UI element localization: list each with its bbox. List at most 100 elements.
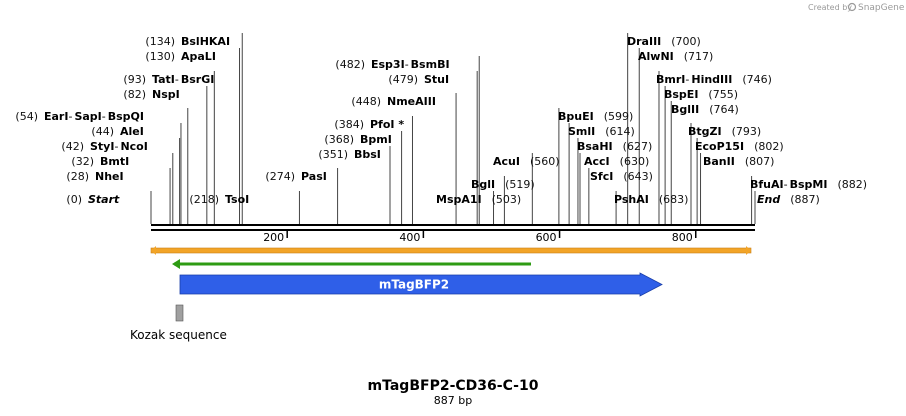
site-position: (448)	[351, 95, 381, 108]
site-position: (44)	[91, 125, 114, 138]
site-label-alei[interactable]: (44) AleI	[91, 125, 143, 138]
site-label-tsoi[interactable]: (218)TsoI	[189, 193, 249, 206]
site-position: (28)	[66, 170, 89, 183]
watermark: Created by SnapGene	[808, 2, 905, 13]
site-label-styi[interactable]: (42)StyI - NcoI	[61, 140, 147, 153]
snapgene-logo-icon	[847, 2, 857, 12]
site-label-alwni[interactable]: AlwNI (717)	[638, 50, 713, 63]
site-label-nmeaiii[interactable]: (448)NmeAIII	[351, 95, 436, 108]
site-label-ecop15i[interactable]: EcoP15I(802)	[695, 140, 784, 153]
site-label-bbsi[interactable]: (351)BbsI	[318, 148, 381, 161]
site-position: (599)	[604, 110, 634, 123]
site-label-bmri[interactable]: BmrI - HindIII(746)	[656, 73, 772, 86]
ruler-tick-label: 800	[672, 231, 693, 244]
site-label-bgli[interactable]: BglI(519)	[471, 178, 535, 191]
site-separator: -	[405, 58, 409, 71]
site-label-pshai[interactable]: PshAI (683)	[614, 193, 688, 206]
enzyme-name: AlwNI	[638, 50, 674, 63]
enzyme-name: BspQI	[108, 110, 144, 123]
site-label-start[interactable]: (0)Start	[66, 193, 120, 206]
site-label-bmti[interactable]: (32)BmtI	[71, 155, 129, 168]
site-label-bsahi[interactable]: BsaHI(627)	[577, 140, 652, 153]
site-label-bfuai[interactable]: BfuAI - BspMI(882)	[750, 178, 867, 191]
enzyme-name: PasI	[301, 170, 327, 183]
site-label-apali[interactable]: (130)ApaLI	[145, 50, 216, 63]
cut-site-lines	[150, 33, 756, 224]
site-position: (384)	[334, 118, 364, 131]
enzyme-name: DraIII	[627, 35, 661, 48]
site-label-bpmi[interactable]: (368)BpmI	[324, 133, 391, 146]
site-separator: -	[114, 140, 118, 153]
site-label-tati[interactable]: (93) TatI - BsrGI	[123, 73, 214, 86]
site-position: (643)	[623, 170, 653, 183]
site-separator: -	[784, 178, 788, 191]
enzyme-name: BsrGI	[181, 73, 214, 86]
site-position: (793)	[732, 125, 762, 138]
site-label-sfci[interactable]: SfcI (643)	[590, 170, 653, 183]
site-label-eari[interactable]: (54)EarI - SapI - BspQI	[15, 110, 144, 123]
enzyme-name: StuI	[424, 73, 449, 86]
enzyme-name: BanII	[703, 155, 735, 168]
enzyme-name: Esp3I	[371, 58, 405, 71]
site-label-bpuei[interactable]: BpuEI (599)	[558, 110, 633, 123]
backbone	[151, 224, 755, 231]
enzyme-name: SfcI	[590, 170, 613, 183]
ruler-tick-label: 600	[536, 231, 557, 244]
enzyme-name: MspA1I	[436, 193, 482, 206]
site-label-nhei[interactable]: (28)NheI	[66, 170, 123, 183]
site-position: (802)	[754, 140, 784, 153]
enzyme-name: NspI	[152, 88, 180, 101]
enzyme-name: PshAI	[614, 193, 649, 206]
site-position: (93)	[123, 73, 146, 86]
enzyme-name: End	[757, 193, 780, 206]
site-position: (218)	[189, 193, 219, 206]
kozak-label: Kozak sequence	[130, 328, 227, 342]
site-label-pfoi-[interactable]: (384)PfoI *	[334, 118, 404, 131]
site-label-pasi[interactable]: (274)PasI	[265, 170, 326, 183]
site-label-mspa1i[interactable]: MspA1I(503)	[436, 193, 521, 206]
site-label-esp3i[interactable]: (482)Esp3I - BsmBI	[335, 58, 449, 71]
enzyme-name: BpuEI	[558, 110, 594, 123]
enzyme-name: SapI	[74, 110, 101, 123]
enzyme-name: BtgZI	[688, 125, 722, 138]
site-label-stui[interactable]: (479)StuI	[388, 73, 449, 86]
site-position: (700)	[671, 35, 701, 48]
site-separator: -	[68, 110, 72, 123]
watermark-prefix: Created by	[808, 3, 852, 12]
sequence-length: 887 bp	[434, 394, 472, 407]
site-label-nspi[interactable]: (82) NspI	[123, 88, 179, 101]
site-position: (82)	[123, 88, 146, 101]
site-position: (683)	[659, 193, 689, 206]
mTagBFP2-feature-arrow[interactable]	[179, 272, 663, 297]
site-position: (368)	[324, 133, 354, 146]
enzyme-name: TatI	[152, 73, 175, 86]
kozak-feature-box[interactable]	[175, 304, 184, 322]
site-label-smli[interactable]: SmlI(614)	[568, 125, 635, 138]
watermark-brand: SnapGene	[858, 3, 905, 13]
site-separator: -	[102, 110, 106, 123]
site-label-bslhkai[interactable]: (134) BslHKAI	[145, 35, 230, 48]
site-label-draiii[interactable]: DraIII (700)	[627, 35, 701, 48]
site-position: (54)	[15, 110, 38, 123]
green-arrow-head	[172, 259, 180, 269]
site-label-btgzi[interactable]: BtgZI (793)	[688, 125, 761, 138]
enzyme-name: BsaHI	[577, 140, 613, 153]
enzyme-name: BslHKAI	[181, 35, 230, 48]
site-position: (746)	[742, 73, 772, 86]
site-label-bspei[interactable]: BspEI(755)	[664, 88, 738, 101]
site-label-end[interactable]: End(887)	[757, 193, 820, 206]
site-label-acui[interactable]: AcuI(560)	[493, 155, 560, 168]
site-label-banii[interactable]: BanII(807)	[703, 155, 774, 168]
ruler-tick-label: 400	[399, 231, 420, 244]
site-separator: -	[175, 73, 179, 86]
site-label-bglii[interactable]: BglII(764)	[671, 103, 739, 116]
enzyme-name: AleI	[120, 125, 144, 138]
site-position: (717)	[684, 50, 714, 63]
features: mTagBFP2 Kozak sequence	[130, 246, 752, 342]
site-position: (134)	[145, 35, 175, 48]
site-position: (482)	[335, 58, 365, 71]
site-label-acci[interactable]: AccI(630)	[584, 155, 649, 168]
site-position: (614)	[605, 125, 635, 138]
orange-feature-bar[interactable]	[150, 247, 752, 254]
